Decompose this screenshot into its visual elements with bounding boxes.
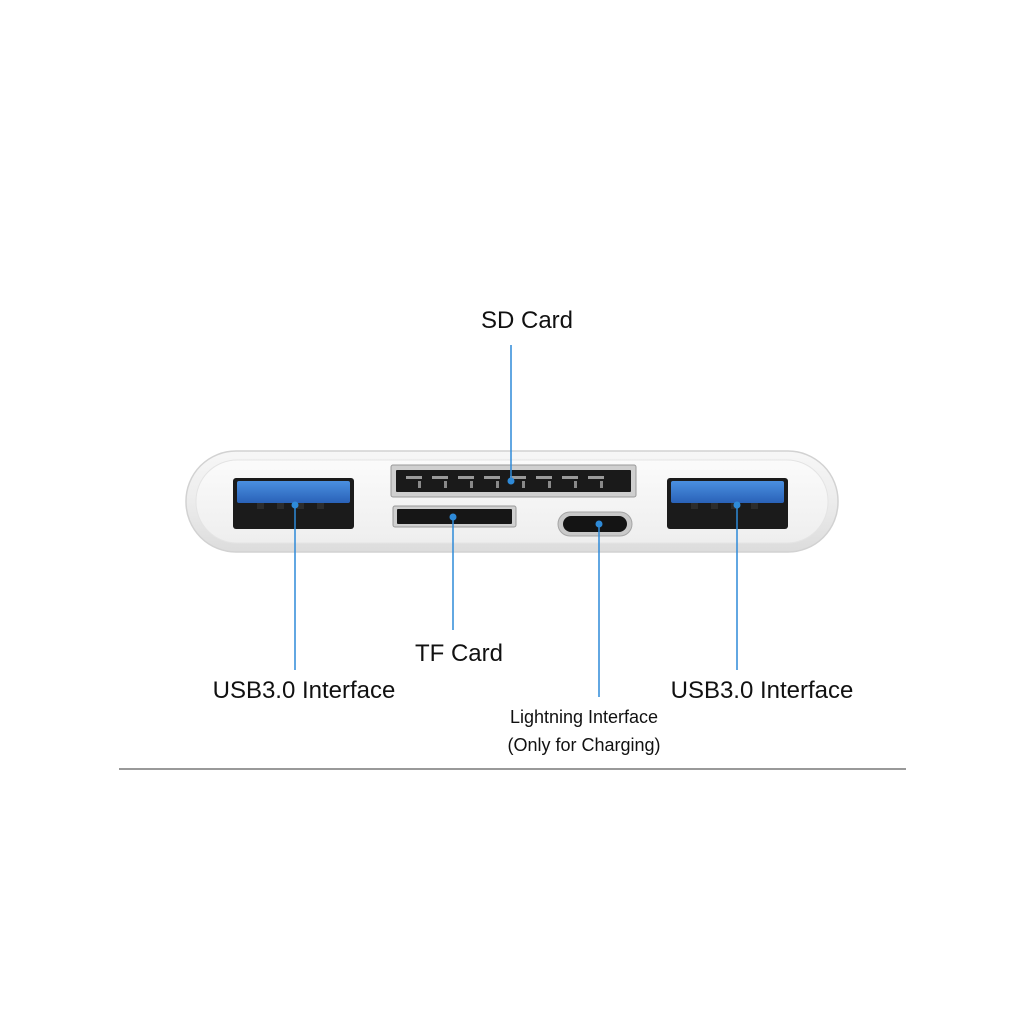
usb-a-port-icon [667, 478, 788, 529]
label-usb-right: USB3.0 Interface [671, 677, 854, 704]
label-lightning: Lightning Interface [510, 707, 658, 727]
label-tf-card: TF Card [415, 640, 503, 667]
label-lightning-note: (Only for Charging) [507, 735, 660, 755]
label-sd-card: SD Card [481, 307, 573, 334]
label-usb-left: USB3.0 Interface [213, 677, 396, 704]
callout-lines [291, 345, 741, 697]
lightning-port-icon [557, 511, 633, 537]
